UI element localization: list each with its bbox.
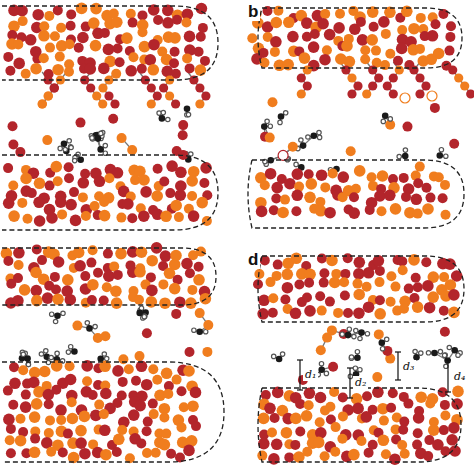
panel-letter: b [246,2,260,21]
atoms [1,3,474,465]
outlines [2,6,464,462]
distance-label: d₂ [353,376,368,389]
bonds [13,62,470,376]
distance-label: d₃ [401,360,416,373]
panel-letter: d [246,250,260,269]
distance-label: d₁ [303,368,318,381]
distance-label: d₄ [452,370,467,383]
